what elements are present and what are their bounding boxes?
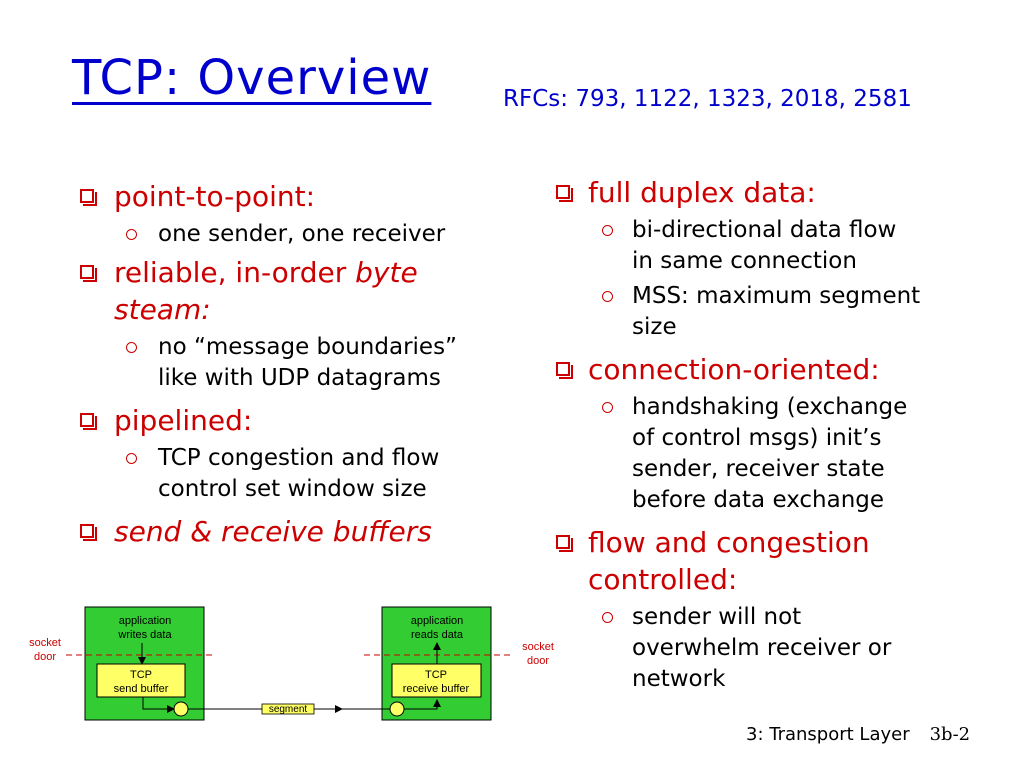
app-writes-label: writes data: [117, 629, 172, 641]
square-bullet-icon: [80, 265, 97, 282]
square-bullet-icon: [556, 362, 573, 379]
circle-bullet-icon: [602, 225, 613, 236]
square-bullet-icon: [80, 524, 97, 541]
circle-bullet-icon: [602, 291, 613, 302]
bullet-reliable: reliable, in-order byte steam:: [76, 254, 496, 328]
sub-bullet: no “message boundaries” like with UDP da…: [76, 332, 496, 394]
segment-label: segment: [269, 704, 308, 715]
bullet-point-to-point: point-to-point:: [76, 178, 496, 215]
slide-footer: 3: Transport Layer 3b-2: [746, 724, 970, 745]
left-column: point-to-point: one sender, one receiver…: [76, 178, 496, 550]
socket-door-label-left: door: [34, 651, 56, 663]
sub-bullet: one sender, one receiver: [76, 219, 496, 250]
chapter-label: 3: Transport Layer: [746, 724, 910, 745]
sub-bullet: MSS: maximum segment size: [552, 281, 972, 343]
send-buffer-label: send buffer: [114, 683, 169, 695]
bullet-flow-congestion: flow and congestion controlled:: [552, 524, 972, 598]
sub-bullet: handshaking (exchange of control msgs) i…: [552, 392, 972, 516]
sub-bullet: sender will not overwhelm receiver or ne…: [552, 602, 972, 695]
socket-door-label-right: socket: [522, 641, 554, 653]
app-writes-label: application: [119, 615, 172, 627]
app-reads-label: application: [411, 615, 464, 627]
circle-bullet-icon: [602, 402, 613, 413]
bullet-pipelined: pipelined:: [76, 402, 496, 439]
tcp-buffer-diagram: application writes data application read…: [29, 606, 554, 721]
send-buffer-label: TCP: [130, 669, 152, 681]
square-bullet-icon: [556, 535, 573, 552]
square-bullet-icon: [80, 189, 97, 206]
circle-bullet-icon: [126, 229, 137, 240]
sub-bullet: TCP congestion and flow control set wind…: [76, 443, 496, 505]
bullet-buffers: send & receive buffers: [76, 513, 496, 550]
receive-path: [404, 699, 441, 710]
square-bullet-icon: [80, 413, 97, 430]
send-path: [142, 697, 175, 713]
app-reads-label: reads data: [411, 629, 464, 641]
slide-title: TCP: Overview: [72, 50, 432, 106]
right-column: full duplex data: bi-directional data fl…: [552, 174, 972, 695]
receiver-socket-icon: [389, 701, 405, 717]
socket-door-label-left: socket: [29, 637, 61, 649]
circle-bullet-icon: [602, 612, 613, 623]
socket-door-label-right: door: [527, 655, 549, 667]
bullet-connection-oriented: connection-oriented:: [552, 351, 972, 388]
segment-label-box: [261, 703, 315, 715]
rfc-list: RFCs: 793, 1122, 1323, 2018, 2581: [503, 86, 912, 112]
receive-buffer-label: TCP: [425, 669, 447, 681]
square-bullet-icon: [556, 185, 573, 202]
page-number: 3b-2: [929, 724, 971, 745]
sub-bullet: bi-directional data flow in same connect…: [552, 215, 972, 277]
circle-bullet-icon: [126, 342, 137, 353]
receive-buffer-box: [391, 663, 482, 698]
send-buffer-box: [96, 663, 186, 698]
receive-buffer-label: receive buffer: [403, 683, 470, 695]
bullet-full-duplex: full duplex data:: [552, 174, 972, 211]
circle-bullet-icon: [126, 453, 137, 464]
sender-socket-icon: [173, 701, 189, 717]
